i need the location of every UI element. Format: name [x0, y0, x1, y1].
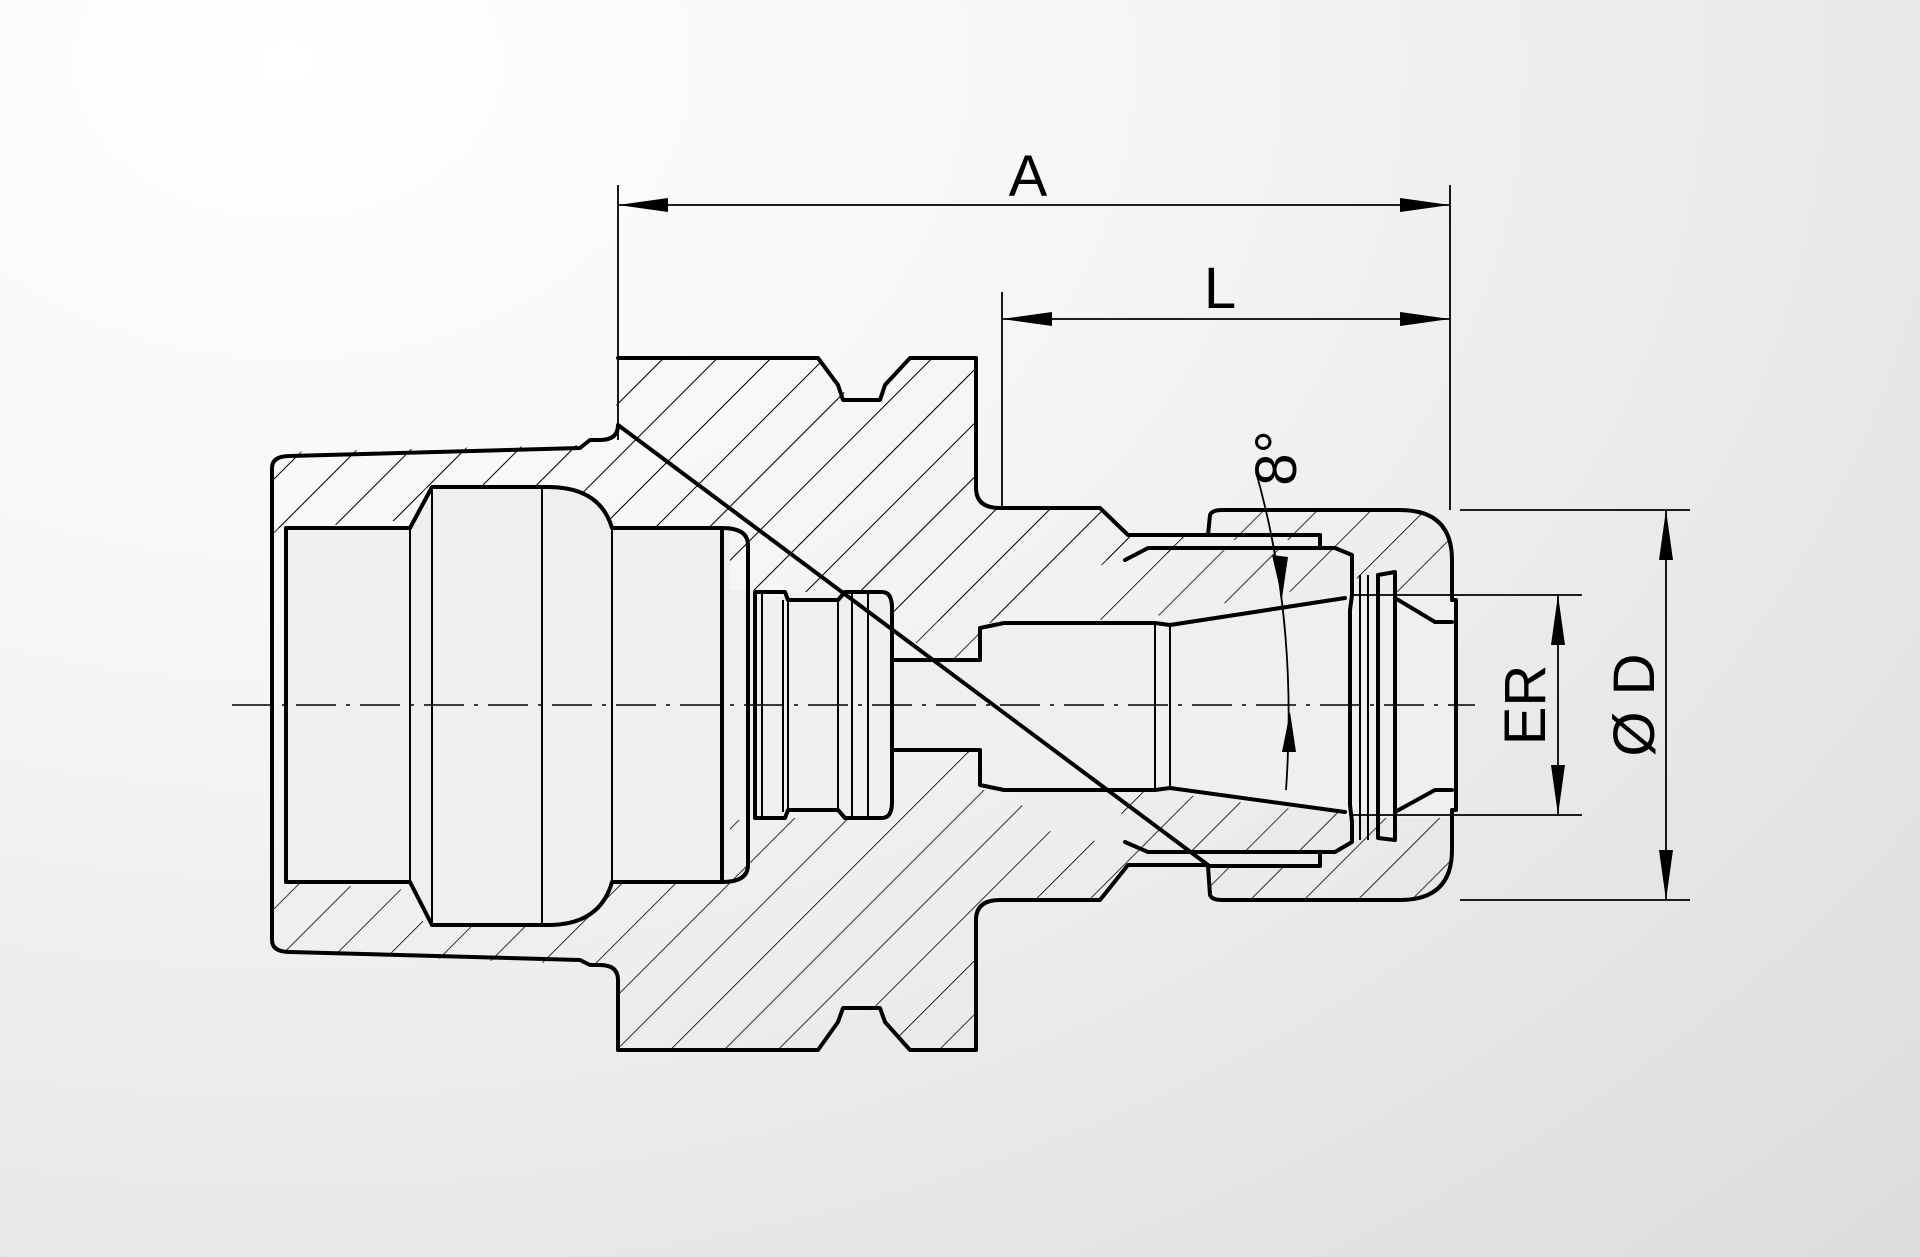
nut-section-lower [1208, 795, 1452, 900]
diameter-label: Ø D [1602, 653, 1667, 756]
dimension-L-label: L [1204, 256, 1236, 321]
dimension-L: L [1001, 256, 1450, 508]
collet-outer [1123, 546, 1354, 854]
collet-lines [1154, 623, 1171, 790]
channel [890, 621, 1006, 792]
holder-outer-contour [270, 356, 1210, 1052]
coolant-tube [753, 590, 894, 820]
body-section-upper-main [272, 358, 1198, 720]
dimension-A-label: A [1009, 144, 1048, 209]
dimension-D: Ø D [1460, 509, 1690, 901]
angle-label: 8° [1244, 430, 1309, 485]
part-outline [270, 356, 1458, 1052]
dimension-ER: ER [1352, 594, 1582, 816]
dimension-angle: 8° [1244, 430, 1309, 791]
dimension-A: A [617, 144, 1451, 510]
clamping-nut [1206, 508, 1458, 902]
nut-inner [1376, 570, 1397, 842]
collet-slot-lines [1359, 575, 1369, 840]
nut-lip [1393, 596, 1454, 814]
collet-section-lower [1100, 785, 1345, 852]
collet-taper [1002, 596, 1347, 814]
groove-ring [720, 526, 750, 884]
er-label: ER [1493, 665, 1558, 746]
